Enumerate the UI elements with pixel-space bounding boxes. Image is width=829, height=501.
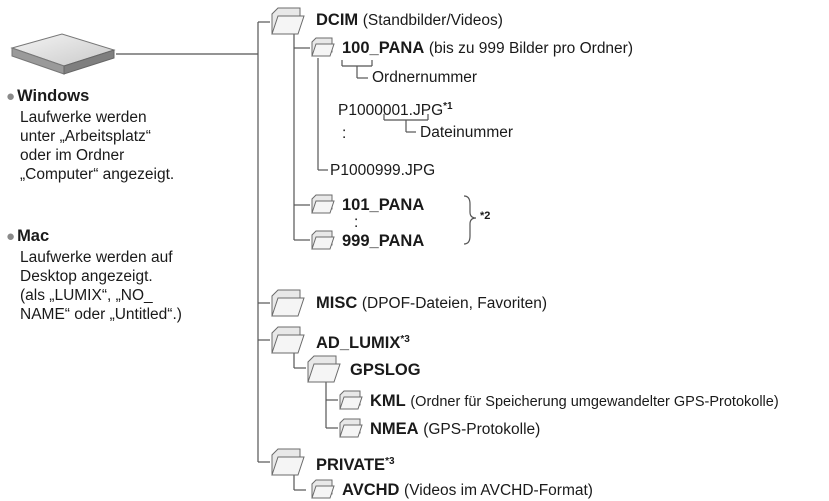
drive-icon xyxy=(10,33,116,75)
brace-mark: *2 xyxy=(480,210,491,222)
dateinummer-label: Dateinummer xyxy=(420,124,514,141)
kml-entry: KML (Ordner für Speicherung umgewandelte… xyxy=(370,392,779,410)
windows-text: Laufwerke werden unter „Arbeitsplatz“ od… xyxy=(20,109,175,183)
ad-lumix-entry: AD_LUMIX*3 xyxy=(316,334,410,352)
folder-icon xyxy=(271,7,305,35)
gpslog-entry: GPSLOG xyxy=(350,361,421,379)
folder-icon xyxy=(339,390,363,410)
dcim-entry: DCIM (Standbilder/Videos) xyxy=(316,11,503,29)
misc-entry: MISC (DPOF-Dateien, Favoriten) xyxy=(316,294,548,312)
file-last: P1000999.JPG xyxy=(330,162,436,179)
folder-icon xyxy=(311,37,335,57)
folder-icon xyxy=(271,326,305,354)
pana999-entry: 999_PANA xyxy=(342,232,425,250)
file-ellipsis: : xyxy=(342,125,347,142)
pana100-entry: 100_PANA (bis zu 999 Bilder pro Ordner) xyxy=(342,39,633,57)
folder-icon xyxy=(311,194,335,214)
pana101-entry: 101_PANA xyxy=(342,196,425,214)
private-entry: PRIVATE*3 xyxy=(316,456,395,474)
folder-icon xyxy=(271,289,305,317)
windows-heading: ●Windows xyxy=(6,87,90,105)
folder-icon xyxy=(311,230,335,250)
folder-icon xyxy=(339,418,363,438)
mac-text: Laufwerke werden auf Desktop angezeigt. … xyxy=(20,249,182,323)
file-first: P1000001.JPG*1 xyxy=(338,101,453,119)
folder-icon xyxy=(271,448,305,476)
folder-icon xyxy=(307,355,341,383)
folder-icon xyxy=(311,479,335,499)
mac-heading: ●Mac xyxy=(6,227,50,245)
nmea-entry: NMEA (GPS-Protokolle) xyxy=(370,420,541,438)
avchd-entry: AVCHD (Videos im AVCHD-Format) xyxy=(342,481,593,499)
folder-ellipsis: : xyxy=(354,214,359,231)
ordnernummer-label: Ordnernummer xyxy=(372,69,478,86)
